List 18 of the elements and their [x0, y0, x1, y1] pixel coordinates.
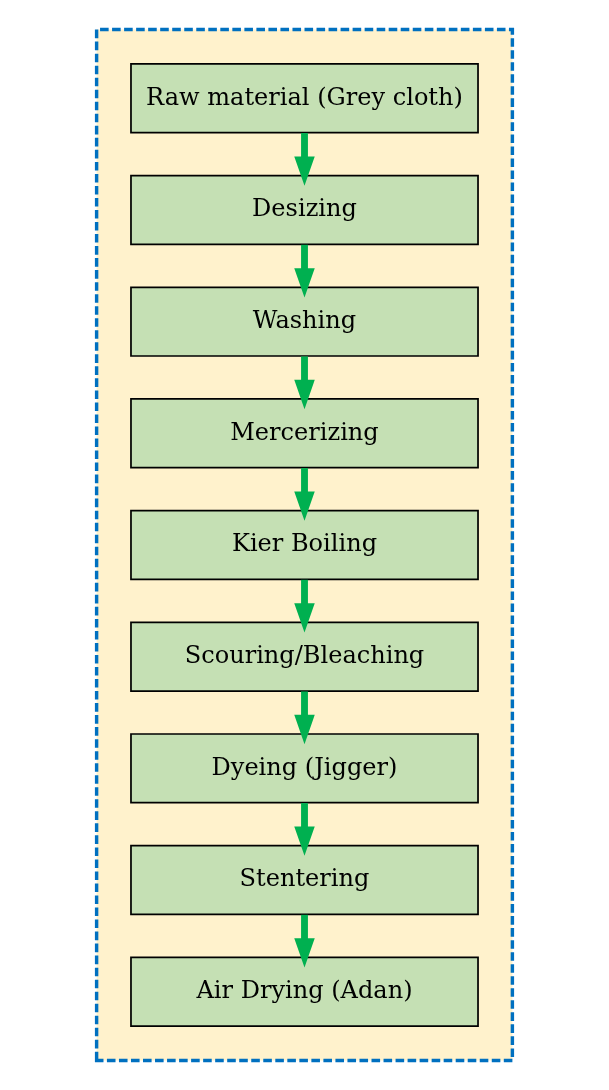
node-box: Stentering — [130, 844, 479, 916]
arrow — [294, 579, 315, 633]
arrow — [294, 803, 315, 856]
node-box: Mercerizing — [130, 398, 479, 469]
cluster — [94, 27, 515, 1063]
node-box: Scouring/Bleaching — [130, 621, 479, 692]
node-box: Washing — [130, 286, 479, 357]
node-box: Desizing — [130, 174, 479, 246]
arrow — [294, 914, 315, 968]
arrow — [294, 133, 315, 186]
node-box: Dyeing (Jigger) — [130, 733, 479, 804]
arrow — [294, 356, 315, 410]
node-box: Raw material (Grey cloth) — [130, 63, 479, 134]
arrow — [294, 244, 315, 298]
node-box: Kier Boiling — [130, 509, 479, 581]
node-box: Air Drying (Adan) — [130, 956, 479, 1027]
arrow — [294, 468, 315, 521]
arrow — [294, 691, 315, 745]
